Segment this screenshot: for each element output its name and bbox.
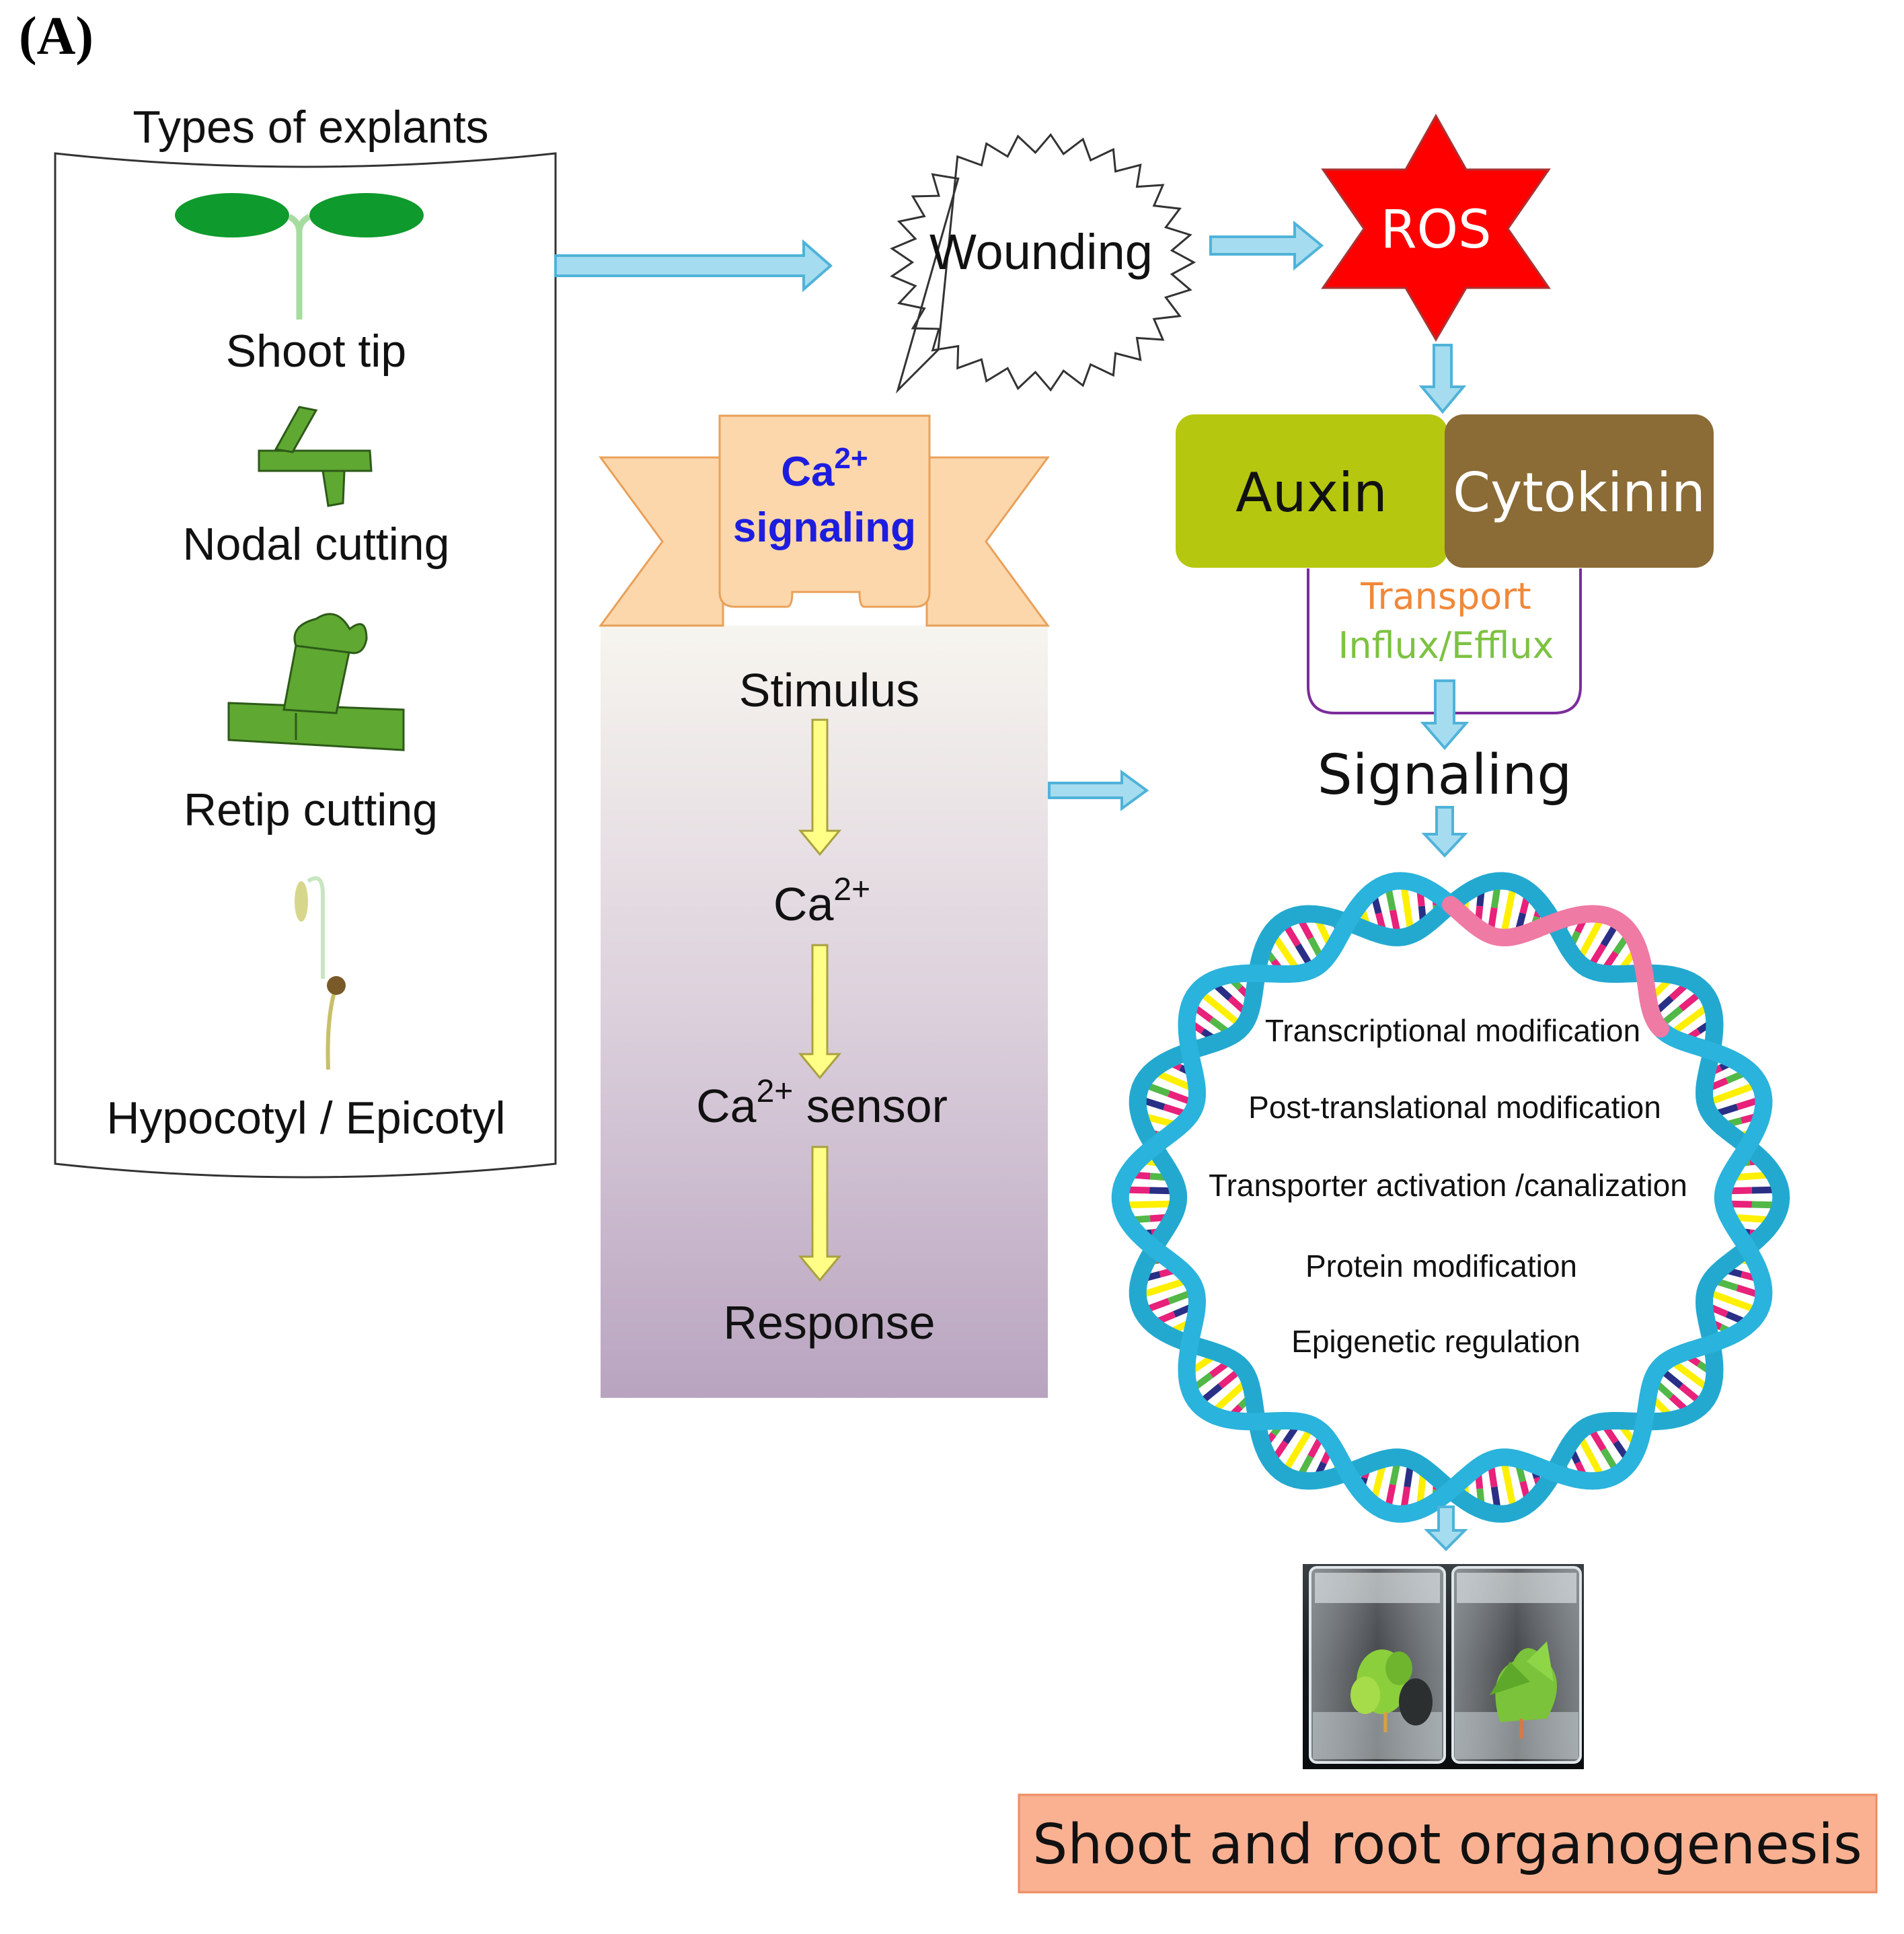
hypocotyl-icon: [295, 876, 346, 1070]
ca-banner-text: Ca2+: [781, 442, 868, 495]
ca-step-sensor-sup: 2+: [757, 1074, 794, 1109]
retip-cutting-icon: [227, 613, 405, 751]
dna-strand-rose: [1442, 896, 1669, 1038]
ros-star: ROS: [1321, 113, 1551, 342]
cytokinin-label: Cytokinin: [1453, 461, 1706, 524]
ca-signaling-banner: [599, 414, 1050, 627]
dna-item-post-translational: Post-translational modification: [1248, 1090, 1661, 1125]
dna-item-protein: Protein modification: [1305, 1249, 1577, 1284]
yellow-arrow-1: [798, 718, 842, 856]
ca-banner-ca: Ca: [781, 449, 835, 495]
ca-banner-sup: 2+: [835, 442, 868, 475]
explant-label-shoot-tip: Shoot tip: [226, 326, 406, 377]
ca-step-stimulus: Stimulus: [739, 664, 919, 716]
influx-efflux-label: Influx/Efflux: [1338, 624, 1554, 667]
dna-ring: Transcriptional modification Post-transl…: [1111, 872, 1790, 1523]
ca-step-sensor: Ca2+ sensor: [696, 1074, 948, 1132]
yellow-arrow-2: [798, 944, 842, 1080]
arrow-ca-to-signaling: [1048, 770, 1149, 811]
arrow-wounding-to-ros: [1209, 220, 1324, 271]
arrow-signaling-to-dna: [1421, 806, 1468, 858]
ros-label: ROS: [1380, 200, 1491, 260]
auxin-label: Auxin: [1235, 461, 1387, 524]
auxin-box: [1176, 414, 1448, 568]
result-box: Shoot and root organogenesis: [1018, 1793, 1878, 1894]
wounding-burst: Wounding: [890, 133, 1196, 394]
ca-signaling-panel: Ca2+ signaling Stimulus Ca2+ Ca2+ sensor…: [599, 414, 1050, 1398]
plantlet-left: [1350, 1649, 1433, 1732]
ca-step-sensor-suffix: sensor: [793, 1080, 948, 1132]
dna-item-transporter: Transporter activation /canalization: [1209, 1168, 1687, 1203]
ca-step-sensor-ca: Ca: [696, 1080, 757, 1132]
yellow-arrow-3: [798, 1146, 842, 1282]
explant-panel-title: Types of explants: [132, 102, 488, 153]
explant-label-hypocotyl-epicotyl: Hypocotyl / Epicotyl: [106, 1092, 505, 1144]
arrow-ros-to-hormones: [1418, 344, 1467, 414]
plantlet-right: [1490, 1641, 1557, 1739]
explant-label-nodal-cutting: Nodal cutting: [183, 519, 450, 570]
seedling-icon: [175, 193, 424, 320]
explant-panel: Types of explants Shoot tip Nodal cuttin…: [54, 102, 557, 1179]
ca-step-response: Response: [723, 1296, 935, 1349]
wounding-label: Wounding: [929, 224, 1153, 280]
signaling-label: Signaling: [1318, 743, 1572, 807]
result-label: Shoot and root organogenesis: [1032, 1813, 1862, 1877]
arrow-dna-to-photo: [1424, 1505, 1468, 1551]
ca-step-ion-sup: 2+: [833, 872, 870, 907]
arrow-transport-to-signaling: [1420, 679, 1470, 751]
nodal-cutting-icon: [258, 406, 373, 507]
dna-item-epigenetic: Epigenetic regulation: [1291, 1324, 1581, 1359]
ca-step-ion: Ca2+: [773, 872, 870, 930]
ca-banner-signaling: signaling: [733, 505, 916, 551]
arrow-explants-to-wounding: [554, 239, 833, 293]
explant-label-retip-cutting: Retip cutting: [184, 784, 438, 835]
cytokinin-box: [1445, 414, 1714, 568]
dna-strand-pink: [1111, 872, 1773, 1523]
dna-item-transcriptional: Transcriptional modification: [1265, 1013, 1640, 1048]
ca-step-ion-ca: Ca: [773, 878, 834, 930]
transport-label: Transport: [1360, 575, 1531, 618]
hormone-block: Auxin Cytokinin Transport Influx/Efflux: [1176, 414, 1714, 714]
panel-label: (A): [19, 7, 93, 66]
culture-photo: [1303, 1564, 1584, 1769]
